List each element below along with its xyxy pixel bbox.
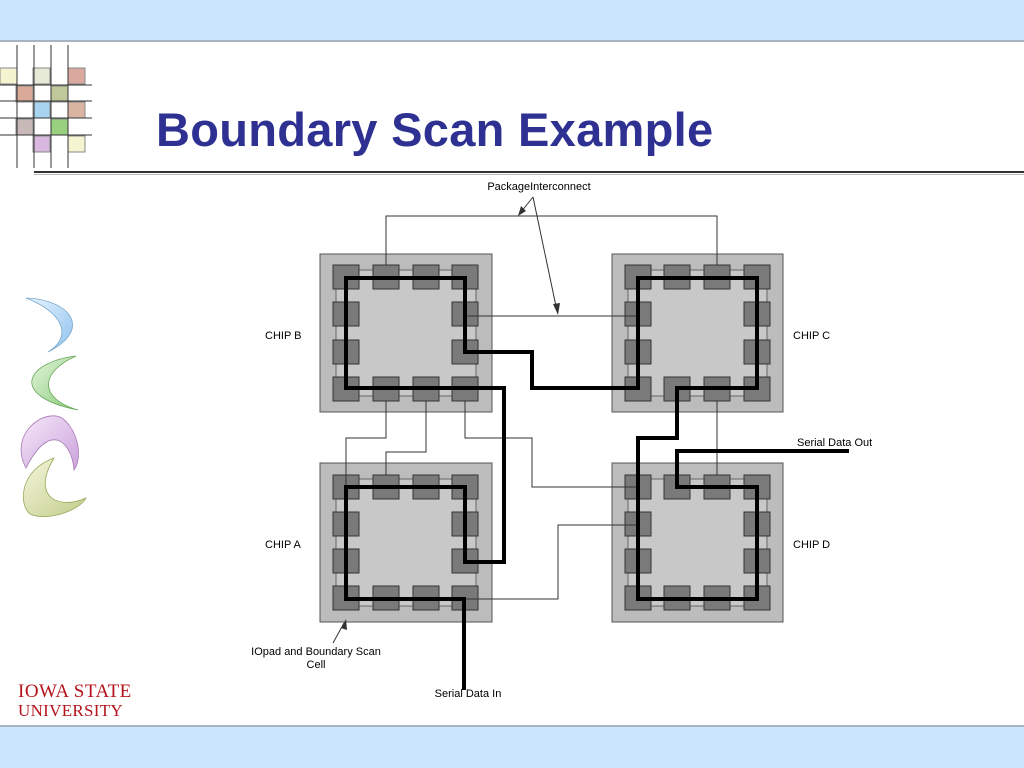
arrow-head-right xyxy=(553,303,560,315)
label-serial-data-in: Serial Data In xyxy=(435,688,502,700)
bottom-band xyxy=(0,725,1024,768)
university-logo: IOWA STATE UNIVERSITY xyxy=(18,682,132,719)
chip-c xyxy=(611,253,784,413)
label-chip-b: CHIP B xyxy=(265,330,301,342)
label-package-interconnect: PackageInterconnect xyxy=(487,181,590,193)
label-iopad-line1: IOpad and Boundary Scan xyxy=(251,646,381,658)
label-chip-d: CHIP D xyxy=(793,539,830,551)
label-iopad-line2: Cell xyxy=(307,659,326,671)
package-interconnect-wires xyxy=(345,215,718,600)
slide-title: Boundary Scan Example xyxy=(156,103,714,156)
scan-chain-path xyxy=(344,276,849,690)
crescent-green xyxy=(31,355,79,411)
arrowheads xyxy=(341,206,560,630)
decor-crescents xyxy=(20,297,87,517)
logo-line-2: UNIVERSITY xyxy=(18,701,123,720)
title-rule xyxy=(34,171,1024,173)
arrow-head-left xyxy=(518,206,526,216)
crescent-olive xyxy=(23,457,87,517)
grid-lines xyxy=(0,45,92,168)
chip-d-core xyxy=(627,478,768,607)
title-rule-shadow xyxy=(34,174,1024,175)
label-chip-c: CHIP C xyxy=(793,330,830,342)
chip-c-core xyxy=(627,269,768,397)
crescent-blue xyxy=(25,297,73,353)
label-serial-data-out: Serial Data Out xyxy=(797,437,872,449)
label-chip-a: CHIP A xyxy=(265,539,302,551)
logo-line-1: IOWA STATE xyxy=(18,681,132,702)
top-band xyxy=(0,0,1024,42)
chip-a-core xyxy=(335,478,477,607)
crescent-purple xyxy=(20,415,79,472)
arrow-head-iopad xyxy=(341,619,347,630)
chip-b-core xyxy=(335,269,477,397)
decor-grid xyxy=(0,45,92,168)
